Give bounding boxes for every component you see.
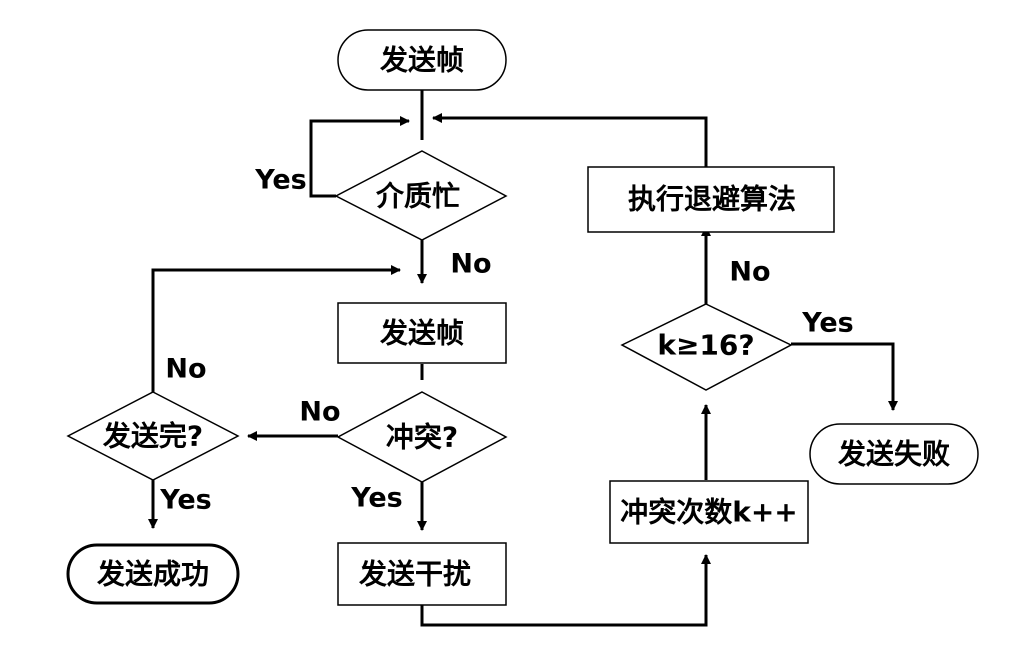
send-done-decision <box>66 391 240 481</box>
k-no-label: No <box>729 257 770 288</box>
edge-jam-to-count <box>420 554 711 627</box>
collision-count-box <box>609 480 809 544</box>
collision-no-label: No <box>299 397 340 428</box>
collision-label: 冲突? <box>386 421 458 454</box>
backoff-label: 执行退避算法 <box>628 183 796 216</box>
start-label: 发送帧 <box>379 44 464 77</box>
success-terminal <box>66 543 240 605</box>
start-terminal <box>337 29 507 91</box>
done-yes-label: Yes <box>159 485 211 516</box>
edge-busy-yes-loop <box>309 116 410 198</box>
collision-yes-label: Yes <box>350 483 402 514</box>
collision-decision <box>336 391 508 483</box>
backoff-box <box>587 166 835 233</box>
edge-done-no-loop <box>151 265 401 392</box>
edge-k-yes <box>791 342 898 411</box>
medium-busy-decision <box>334 150 508 241</box>
k-yes-label: Yes <box>801 308 853 339</box>
send-frame-box <box>337 302 507 364</box>
medium-busy-label: 介质忙 <box>375 180 460 213</box>
done-no-label: No <box>165 354 206 385</box>
send-frame-label: 发送帧 <box>379 317 464 350</box>
jam-box <box>337 542 507 606</box>
fail-terminal <box>809 423 979 485</box>
success-label: 发送成功 <box>96 558 209 591</box>
k-check-label: k≥16? <box>657 329 754 362</box>
send-done-label: 发送完? <box>102 420 203 453</box>
k-check-decision <box>620 303 793 391</box>
collision-count-label: 冲突次数k++ <box>620 496 798 529</box>
busy-yes-label: Yes <box>254 165 306 196</box>
fail-label: 发送失败 <box>837 438 950 471</box>
busy-no-label: No <box>450 249 491 280</box>
edge-backoff-loop <box>432 113 708 167</box>
jam-label: 发送干扰 <box>358 558 471 591</box>
